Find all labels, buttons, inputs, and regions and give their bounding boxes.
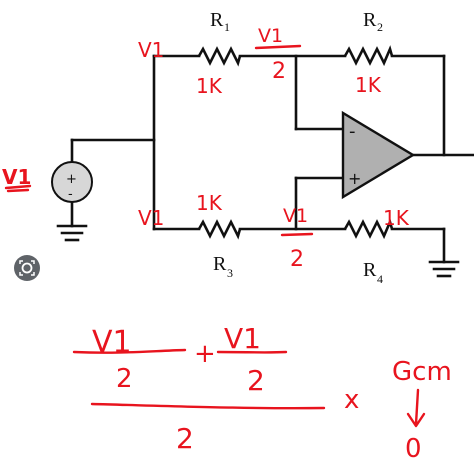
- svg-text:1: 1: [224, 20, 230, 34]
- r2-value-annotation: 1K: [355, 73, 382, 97]
- op-amp: - +: [341, 110, 416, 200]
- formula-gcm: Gcm: [392, 357, 452, 387]
- resistor-r3: [197, 219, 242, 240]
- arrow-down-icon: [406, 388, 426, 428]
- v1-bottom-mid-annotation: V1: [283, 205, 308, 227]
- r4-value-annotation: 1K: [383, 206, 410, 230]
- resistor-r4: [343, 218, 394, 240]
- label-r1: R 1: [210, 9, 230, 34]
- v1-top-left-annotation: V1: [138, 38, 164, 62]
- resistor-r2: [343, 45, 394, 67]
- r3-value-annotation: 1K: [196, 191, 223, 215]
- formula-den2: 2: [247, 364, 265, 397]
- svg-text:2: 2: [377, 20, 383, 34]
- formula-result: 0: [405, 434, 422, 460]
- label-r3: R 3: [213, 253, 233, 280]
- source-v1-scribble-icon: [4, 184, 32, 193]
- formula-main-bar-icon: [90, 402, 326, 410]
- two-top-mid-annotation: 2: [272, 59, 286, 84]
- image-search-icon[interactable]: [14, 255, 40, 281]
- fraction-bar-top-icon: [254, 44, 302, 50]
- fraction-bar-bottom-icon: [280, 232, 314, 237]
- formula-plus: +: [194, 339, 216, 369]
- svg-text:R: R: [363, 9, 377, 31]
- v1-bottom-left-annotation: V1: [138, 206, 164, 230]
- r1-value-annotation: 1K: [196, 74, 223, 98]
- ground-right-icon: [428, 260, 460, 278]
- label-r4: R 4: [363, 259, 383, 286]
- formula-times: x: [344, 385, 359, 415]
- formula-bar1-icon: [72, 348, 187, 354]
- v1-top-mid-annotation: V1: [258, 25, 283, 47]
- label-r2: R 2: [363, 9, 383, 34]
- formula-den1: 2: [116, 364, 133, 394]
- svg-text:R: R: [210, 9, 224, 31]
- svg-text:R: R: [213, 253, 227, 275]
- source-minus-sign: -: [68, 187, 73, 202]
- svg-text:3: 3: [227, 266, 233, 280]
- two-bottom-mid-annotation: 2: [290, 247, 304, 272]
- svg-text:4: 4: [377, 272, 383, 286]
- opamp-noninverting-sign: +: [348, 169, 361, 188]
- handwritten-annotations: V1 V1 V1 2 1K 1K V1 1K V1 2 1K V1 2 + V1…: [2, 25, 452, 460]
- opamp-inverting-sign: -: [349, 121, 356, 142]
- source-v1-annotation: V1: [2, 165, 31, 189]
- formula-num2: V1: [224, 322, 261, 355]
- resistor-r1: [197, 46, 242, 67]
- svg-text:R: R: [363, 259, 377, 281]
- circuit-wires: [70, 54, 474, 264]
- formula-num1: V1: [92, 325, 132, 360]
- ground-left-icon: [56, 224, 88, 242]
- formula-denominator: 2: [176, 422, 194, 455]
- source-plus-sign: +: [66, 172, 77, 187]
- voltage-source: + -: [51, 161, 93, 203]
